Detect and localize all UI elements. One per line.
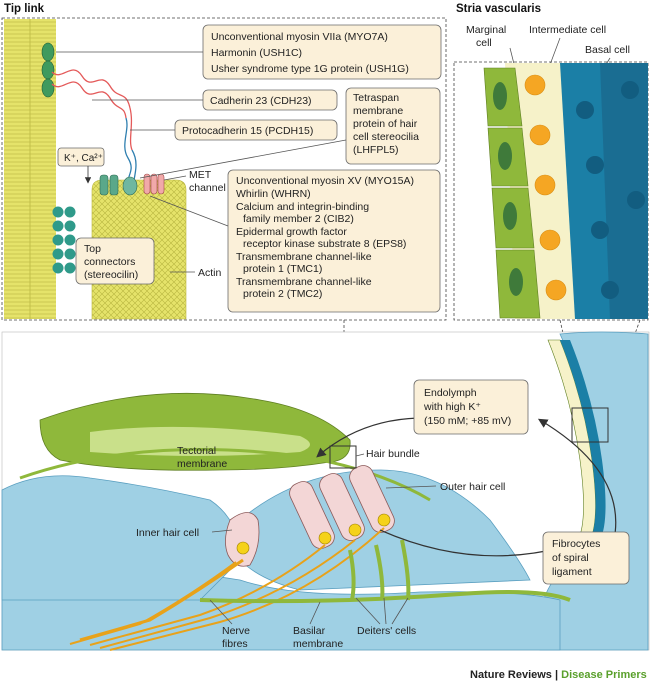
basal-label: Basal cell: [585, 44, 630, 56]
ush1g-marker: [41, 78, 55, 98]
credit-sep: |: [552, 669, 561, 681]
fibrocytes-line1: Fibrocytes: [552, 538, 600, 550]
box2-line2: Whirlin (WHRN): [236, 188, 311, 200]
hair-bundle-box: [329, 445, 357, 469]
top-connectors-line1: Top: [84, 243, 101, 255]
lhfpl5-line3: protein of hair: [353, 118, 418, 130]
box2-line4: family member 2 (CIB2): [243, 213, 354, 225]
top-connectors: [52, 206, 76, 274]
met-label-2: channel: [189, 182, 226, 194]
lhfpl5-line5: (LHFPL5): [353, 144, 399, 156]
tectorial-label-1: Tectorial: [177, 445, 216, 457]
inner-hair-cell: [225, 512, 260, 567]
actin-label: Actin: [198, 267, 222, 279]
cochlea-panel: Endolymph with high K⁺ (150 mM; +85 mV) …: [1, 331, 650, 651]
cdh23-strand: [51, 69, 133, 151]
box2-line3: Calcium and integrin-binding: [236, 201, 369, 213]
k-recycle-arrow: [379, 529, 563, 557]
endolymph-box: [413, 379, 529, 435]
box1-line3: Usher syndrome type 1G protein (USH1G): [211, 63, 409, 75]
lhfpl5-line1: Tetraspan: [353, 92, 399, 104]
box2-line7: Transmembrane channel-like: [236, 251, 372, 263]
box2-line6: receptor kinase substrate 8 (EPS8): [243, 238, 406, 250]
stria-panel: Stria vascularis Marginal cell Intermedi…: [453, 3, 649, 321]
box2-line8: protein 1 (TMC1): [243, 263, 322, 275]
ion-label: K⁺, Ca²⁺: [64, 153, 103, 164]
outer-hair-cell-label: Outer hair cell: [440, 481, 505, 493]
box2-line1: Unconventional myosin XV (MYO15A): [236, 175, 414, 187]
outer-hair-cells: [289, 465, 395, 549]
tip-link-title: Tip link: [4, 3, 45, 15]
met-label-1: MET: [189, 169, 212, 181]
nerve-label-2: fibres: [222, 638, 248, 650]
credit-journal: Nature Reviews: [470, 669, 552, 681]
cdh23-label: Cadherin 23 (CDH23): [210, 95, 312, 107]
nerve-fibres: [69, 527, 385, 651]
endolymph-line1: Endolymph: [424, 387, 477, 399]
deiters-label: Deiters' cells: [357, 625, 416, 637]
marginal-label-1: Marginal: [466, 24, 506, 36]
lhfpl5-box: [345, 87, 441, 165]
box1-line1: Unconventional myosin VIIa (MYO7A): [211, 31, 388, 43]
stria-title: Stria vascularis: [456, 3, 541, 15]
intermediate-label: Intermediate cell: [529, 24, 606, 36]
deiters-cells: [348, 539, 411, 601]
box2-line9: Transmembrane channel-like: [236, 276, 372, 288]
tip-link-frame: [1, 17, 447, 321]
intermediate-cell: [524, 74, 546, 96]
box2-line5: Epidermal growth factor: [236, 226, 347, 238]
tectorial-label-2: membrane: [177, 458, 227, 470]
harmonin-marker: [41, 60, 55, 80]
pcdh15-strand: [124, 117, 132, 181]
marginal-label-2: cell: [476, 37, 492, 49]
myo15a-box: [227, 169, 441, 313]
myo7a-complex-marker: [41, 42, 55, 62]
fibrocytes-box: [542, 531, 630, 585]
met-channel-cluster: [99, 173, 165, 196]
inner-hair-cell-label: Inner hair cell: [136, 527, 199, 539]
top-connectors-line3: (stereocilin): [84, 269, 138, 281]
marginal-cells: [483, 67, 541, 319]
top-connectors-line2: connectors: [84, 256, 135, 268]
basilar-membrane: [199, 590, 571, 604]
credit-line: Nature Reviews | Disease Primers: [470, 669, 647, 681]
endolymph-line2: with high K⁺: [423, 401, 481, 413]
nerve-label-1: Nerve: [222, 625, 250, 637]
pcdh15-label: Protocadherin 15 (PCDH15): [182, 125, 313, 137]
endolymph-arrow: [316, 417, 419, 458]
credit-series: Disease Primers: [561, 669, 647, 681]
endolymph-line3: (150 mM; +85 mV): [424, 415, 511, 427]
stria-zoom-box: [571, 407, 609, 443]
fibrocytes-line2: of spiral: [552, 552, 589, 564]
ion-box: [57, 147, 105, 167]
lhfpl5-line2: membrane: [353, 105, 403, 117]
basilar-label-1: Basilar: [293, 625, 326, 637]
top-connectors-box: [75, 237, 155, 285]
box1-line2: Harmonin (USH1C): [211, 47, 302, 59]
box2-line10: protein 2 (TMC2): [243, 288, 322, 300]
lhfpl5-line4: cell stereocilia: [353, 131, 419, 143]
basilar-label-2: membrane: [293, 638, 343, 650]
tip-link-panel: Tip link K⁺, Ca²⁺: [1, 3, 447, 321]
hair-bundle-label: Hair bundle: [366, 448, 420, 460]
fibrocytes-line3: ligament: [552, 566, 592, 578]
